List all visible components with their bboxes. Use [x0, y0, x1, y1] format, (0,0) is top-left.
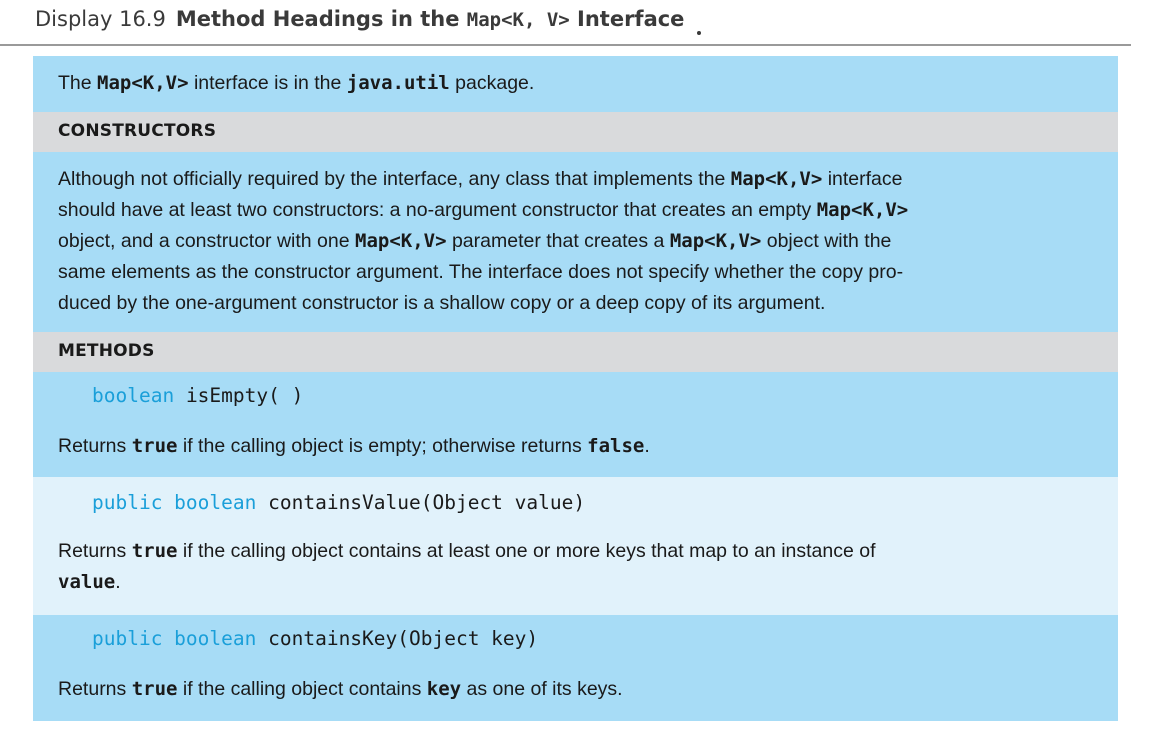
constructors-line: duced by the one-argument constructor is…: [58, 292, 826, 314]
constructors-label: CONSTRUCTORS: [58, 121, 217, 141]
method-description: value.: [58, 571, 121, 593]
methods-section-header: METHODS: [33, 332, 1118, 372]
method-signature: public boolean containsKey(Object key): [92, 627, 539, 650]
constructors-line: same elements as the constructor argumen…: [58, 261, 904, 283]
display-name: Method Headings in the Map<K, V> Interfa…: [175, 7, 685, 31]
header-dot: [697, 31, 701, 35]
method-description: Returns true if the calling object conta…: [58, 678, 623, 700]
methods-label: METHODS: [58, 341, 155, 361]
constructors-section-header: CONSTRUCTORS: [33, 112, 1118, 152]
method-description: Returns true if the calling object conta…: [58, 540, 876, 562]
constructors-body: Although not officially required by the …: [33, 152, 1118, 332]
method-description: Returns true if the calling object is em…: [58, 435, 650, 457]
display-number: Display 16.9: [35, 7, 166, 31]
display-title: Display 16.9 Method Headings in the Map<K…: [35, 7, 684, 31]
constructors-line: Although not officially required by the …: [58, 168, 903, 190]
method-isempty: boolean isEmpty( ) Returns true if the c…: [33, 372, 1118, 477]
constructors-line: should have at least two constructors: a…: [58, 199, 909, 221]
intro-text: The Map<K,V> interface is in the java.ut…: [58, 72, 535, 94]
method-signature: boolean isEmpty( ): [92, 384, 304, 407]
method-containskey: public boolean containsKey(Object key) R…: [33, 615, 1118, 721]
intro-row: The Map<K,V> interface is in the java.ut…: [33, 56, 1118, 112]
display-header: Display 16.9 Method Headings in the Map<K…: [0, 0, 1131, 46]
constructors-line: object, and a constructor with one Map<K…: [58, 230, 892, 252]
method-signature: public boolean containsValue(Object valu…: [92, 491, 586, 514]
method-containsvalue: public boolean containsValue(Object valu…: [33, 477, 1118, 615]
